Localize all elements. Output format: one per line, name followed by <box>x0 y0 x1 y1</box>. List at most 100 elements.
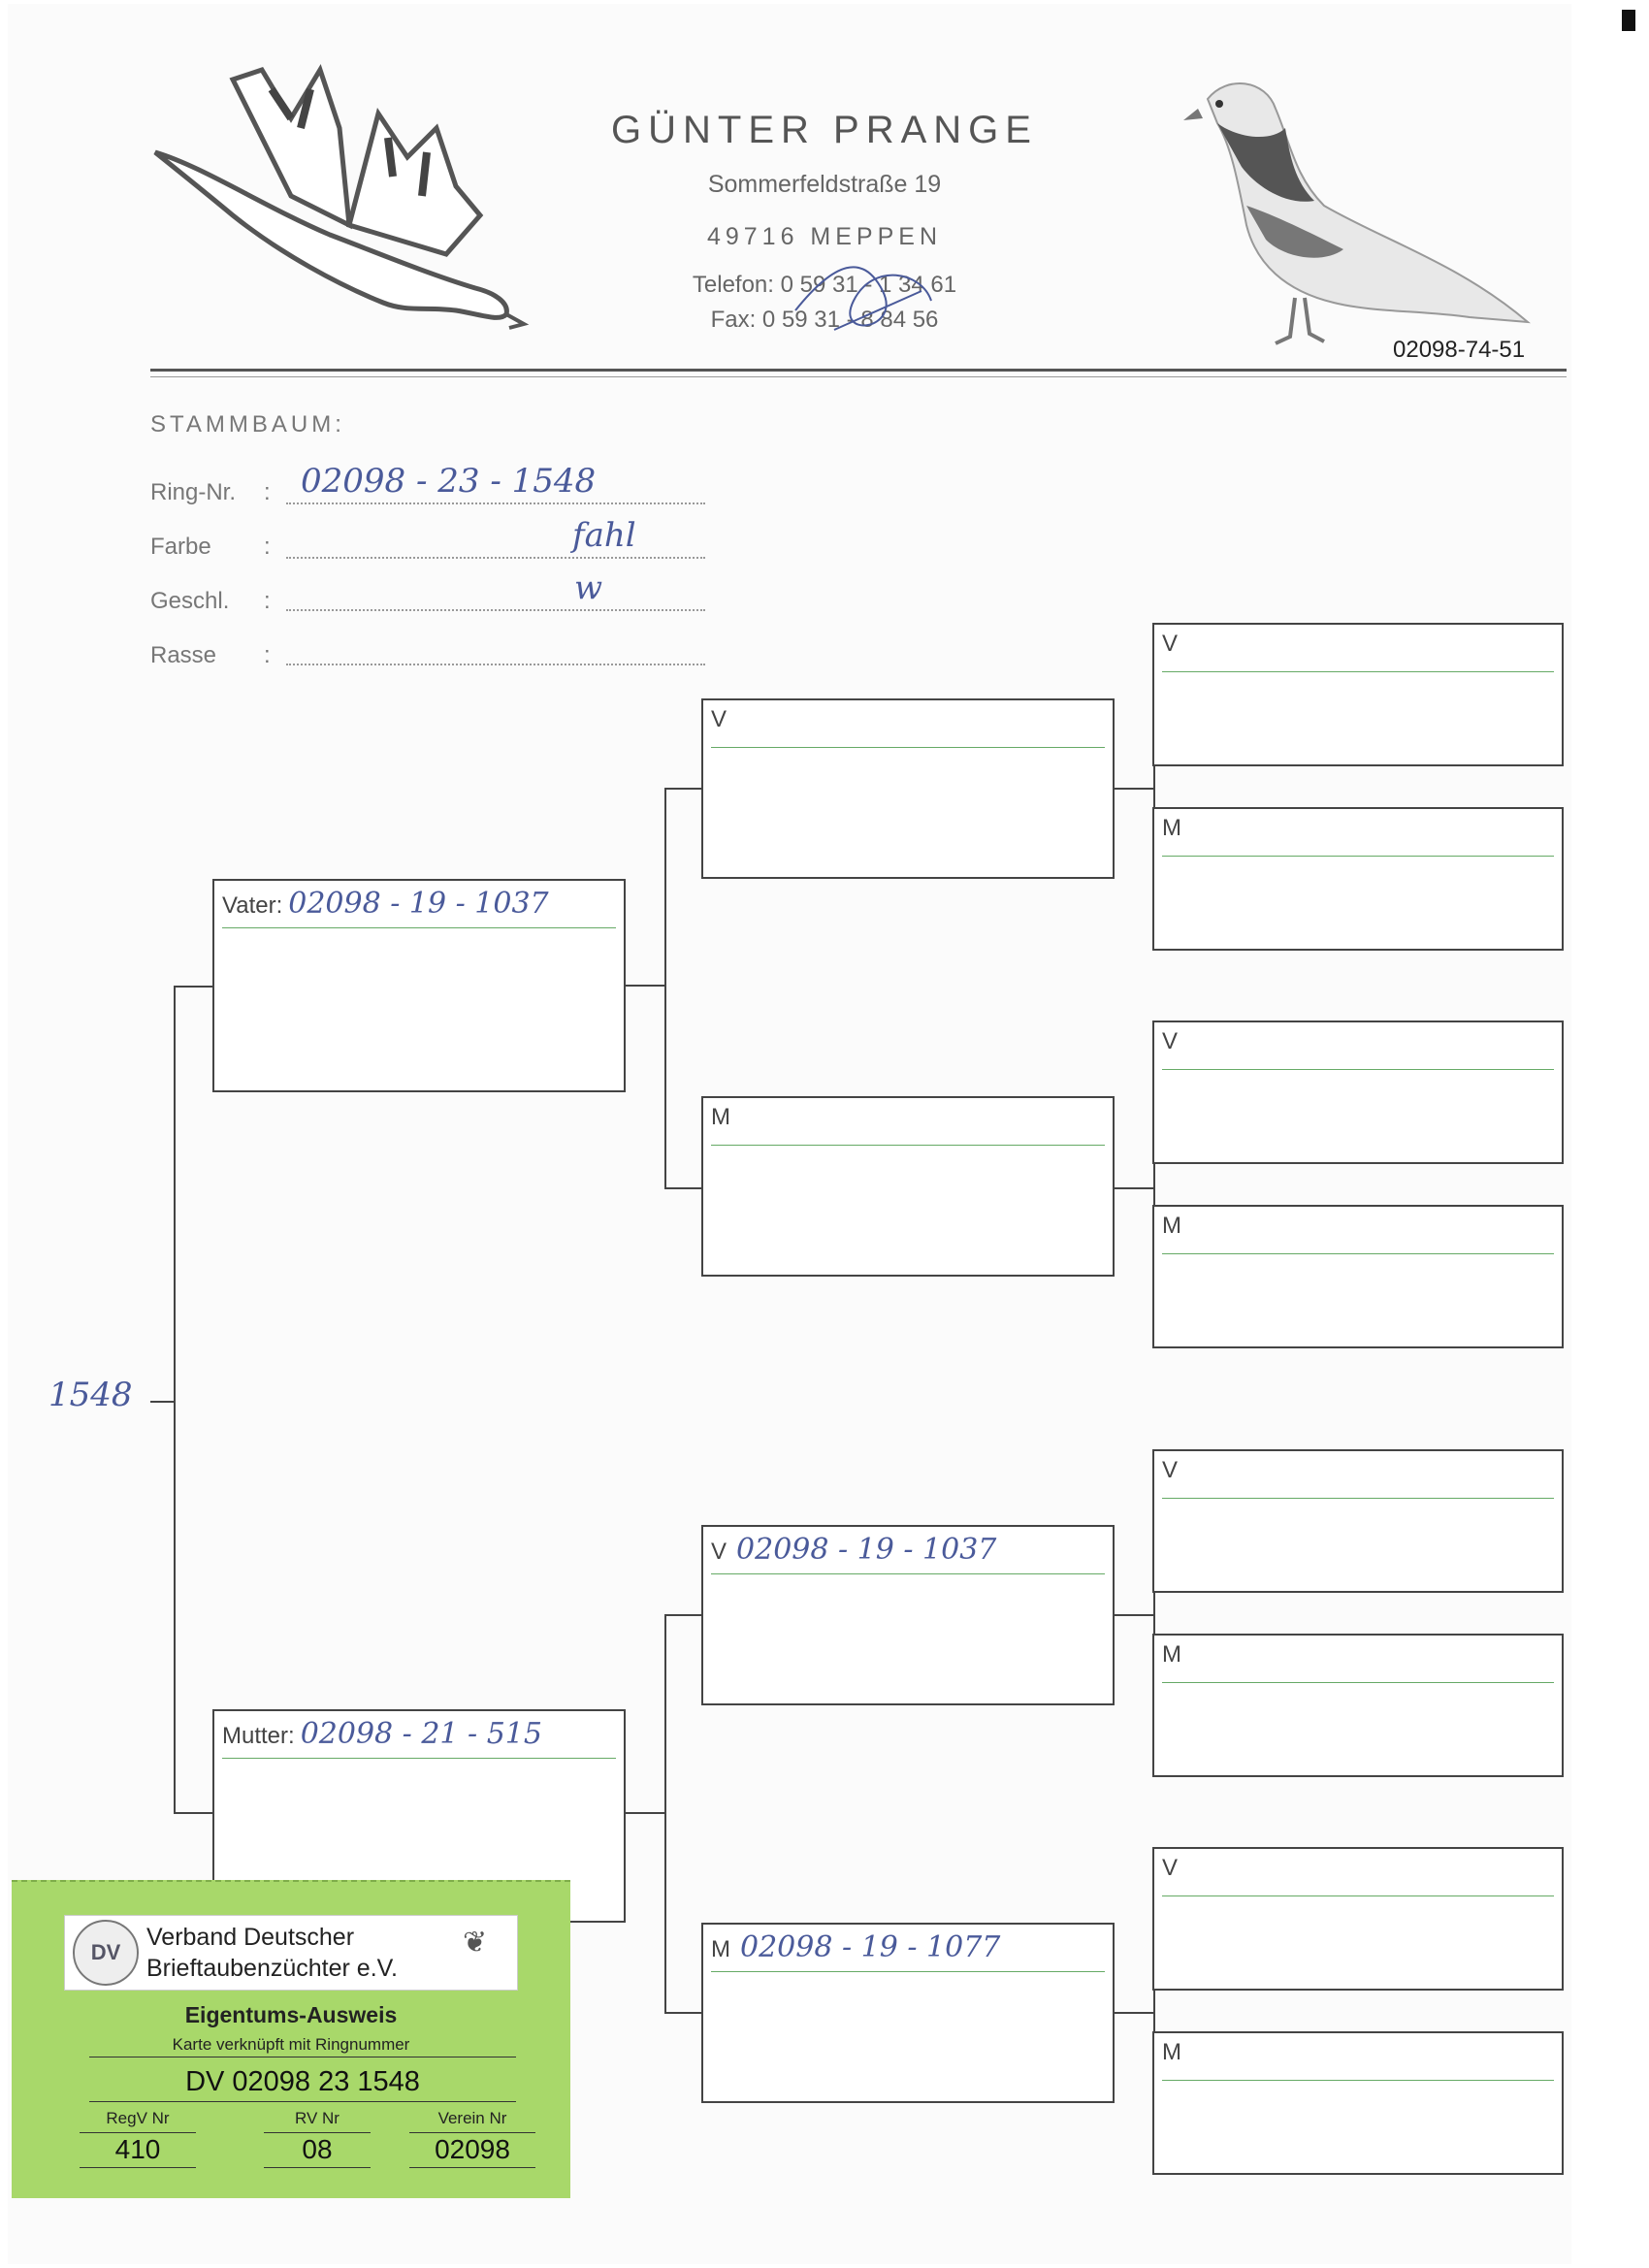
ancestor-box[interactable]: M <box>1152 1205 1564 1348</box>
father-box[interactable]: Vater:02098 - 19 - 1037 <box>212 879 626 1092</box>
entry-underline <box>711 1145 1105 1146</box>
connector <box>626 985 666 987</box>
entry-underline <box>711 1573 1105 1574</box>
ancestor-box[interactable]: V <box>1152 623 1564 766</box>
maternal-grandfather-ring: 02098 - 19 - 1037 <box>736 1533 997 1567</box>
breeder-phone: Telefon: 0 59 31 - 1 34 61 <box>692 272 957 298</box>
card-rule <box>264 2132 371 2133</box>
father-label: Vater: <box>222 892 283 919</box>
field-value-sex: w <box>574 568 603 607</box>
entry-underline <box>1162 1895 1554 1896</box>
field-colon: : <box>264 479 271 505</box>
breeder-street: Sommerfeldstraße 19 <box>707 171 942 198</box>
entry-underline <box>222 927 616 928</box>
ancestor-box[interactable]: M <box>1152 807 1564 951</box>
ancestor-box[interactable]: M <box>1152 1634 1564 1777</box>
paternal-grandmother-box[interactable]: M <box>701 1096 1115 1277</box>
emblem-icon: ❦ <box>463 1927 488 1959</box>
handwritten-scribble <box>794 266 932 331</box>
dv-logo-icon: DV <box>73 1920 139 1986</box>
connector <box>664 2012 703 2014</box>
field-line-color <box>286 557 705 559</box>
field-colon: : <box>264 534 271 560</box>
entry-underline <box>1162 1069 1554 1070</box>
connector <box>150 1401 176 1403</box>
box-label: V <box>1162 1457 1179 1483</box>
field-line-ring <box>286 502 705 504</box>
field-label-ring: Ring-Nr. <box>150 479 237 505</box>
connector <box>1153 1546 1155 1684</box>
maternal-grandmother-box[interactable]: M 02098 - 19 - 1077 <box>701 1923 1115 2103</box>
entry-underline <box>1162 1498 1554 1499</box>
box-label: V <box>1162 1028 1179 1054</box>
pigeon-illustration <box>1183 82 1532 345</box>
card-verein-value: 02098 <box>435 2134 510 2164</box>
entry-underline <box>711 747 1105 748</box>
card-title: Eigentums-Ausweis <box>184 2002 398 2027</box>
header-rule-thin <box>150 376 1567 377</box>
breeder-city: 49716 MEPPEN <box>706 223 943 250</box>
subject-mark: 1548 <box>48 1376 133 1414</box>
entry-underline <box>1162 856 1554 857</box>
card-rule <box>409 2132 535 2133</box>
field-label-color: Farbe <box>150 534 211 560</box>
box-label: V <box>711 1539 728 1565</box>
card-subtitle: Karte verknüpft mit Ringnummer <box>172 2035 410 2054</box>
form-title: STAMMBAUM: <box>150 411 345 437</box>
connector <box>174 986 214 988</box>
connector <box>664 788 703 790</box>
card-rule <box>409 2167 535 2168</box>
connector <box>1115 2012 1155 2014</box>
card-rv-label: RV Nr <box>295 2109 340 2127</box>
entry-underline <box>711 1971 1105 1972</box>
field-colon: : <box>264 642 271 668</box>
father-ring: 02098 - 19 - 1037 <box>288 887 549 921</box>
box-label: M <box>1162 2039 1181 2065</box>
box-label: V <box>711 706 728 732</box>
connector <box>664 1614 703 1616</box>
card-regv-label: RegV Nr <box>106 2109 170 2127</box>
mother-label: Mutter: <box>222 1723 295 1749</box>
entry-underline <box>1162 2080 1554 2081</box>
ancestor-box[interactable]: V <box>1152 1847 1564 1991</box>
box-label: M <box>1162 815 1181 841</box>
connector <box>664 788 666 1189</box>
entry-underline <box>1162 1682 1554 1683</box>
header-rule <box>150 369 1567 372</box>
mother-ring: 02098 - 21 - 515 <box>300 1717 542 1751</box>
breeder-fax: Fax: 0 59 31 - 8 84 56 <box>710 307 939 333</box>
connector <box>1153 720 1155 858</box>
box-label: V <box>1162 1855 1179 1881</box>
card-header: DV Verband Deutscher Brieftaubenzüchter … <box>64 1915 518 1991</box>
box-label: M <box>1162 1641 1181 1668</box>
entry-underline <box>1162 671 1554 672</box>
connector <box>664 1187 703 1189</box>
card-ring-number: DV 02098 23 1548 <box>185 2066 420 2097</box>
field-colon: : <box>264 588 271 614</box>
connector <box>664 1614 666 2014</box>
field-value-ring: 02098 - 23 - 1548 <box>301 462 597 501</box>
box-label: M <box>711 1104 730 1130</box>
corner-mark <box>1622 10 1635 31</box>
card-org-line1: Verband Deutscher <box>146 1924 355 1951</box>
card-org-line2: Brieftaubenzüchter e.V. <box>146 1955 398 1982</box>
maternal-grandmother-ring: 02098 - 19 - 1077 <box>740 1930 1001 1964</box>
connector <box>174 986 176 1814</box>
entry-underline <box>222 1758 616 1759</box>
connector <box>1153 1944 1155 2082</box>
ancestor-box[interactable]: M <box>1152 2031 1564 2175</box>
header-code: 02098-74-51 <box>1393 337 1526 363</box>
card-verein-label: Verein Nr <box>437 2109 507 2127</box>
ancestor-box[interactable]: V <box>1152 1449 1564 1593</box>
maternal-grandfather-box[interactable]: V 02098 - 19 - 1037 <box>701 1525 1115 1705</box>
swallow-logo <box>153 64 530 330</box>
connector <box>1115 1187 1155 1189</box>
ancestor-box[interactable]: V <box>1152 1021 1564 1164</box>
box-label: M <box>1162 1213 1181 1239</box>
box-label: M <box>711 1936 730 1962</box>
breeder-name: GÜNTER PRANGE <box>611 109 1038 151</box>
connector <box>1115 788 1155 790</box>
paternal-grandfather-box[interactable]: V <box>701 698 1115 879</box>
field-line-breed <box>286 664 705 665</box>
entry-underline <box>1162 1253 1554 1254</box>
